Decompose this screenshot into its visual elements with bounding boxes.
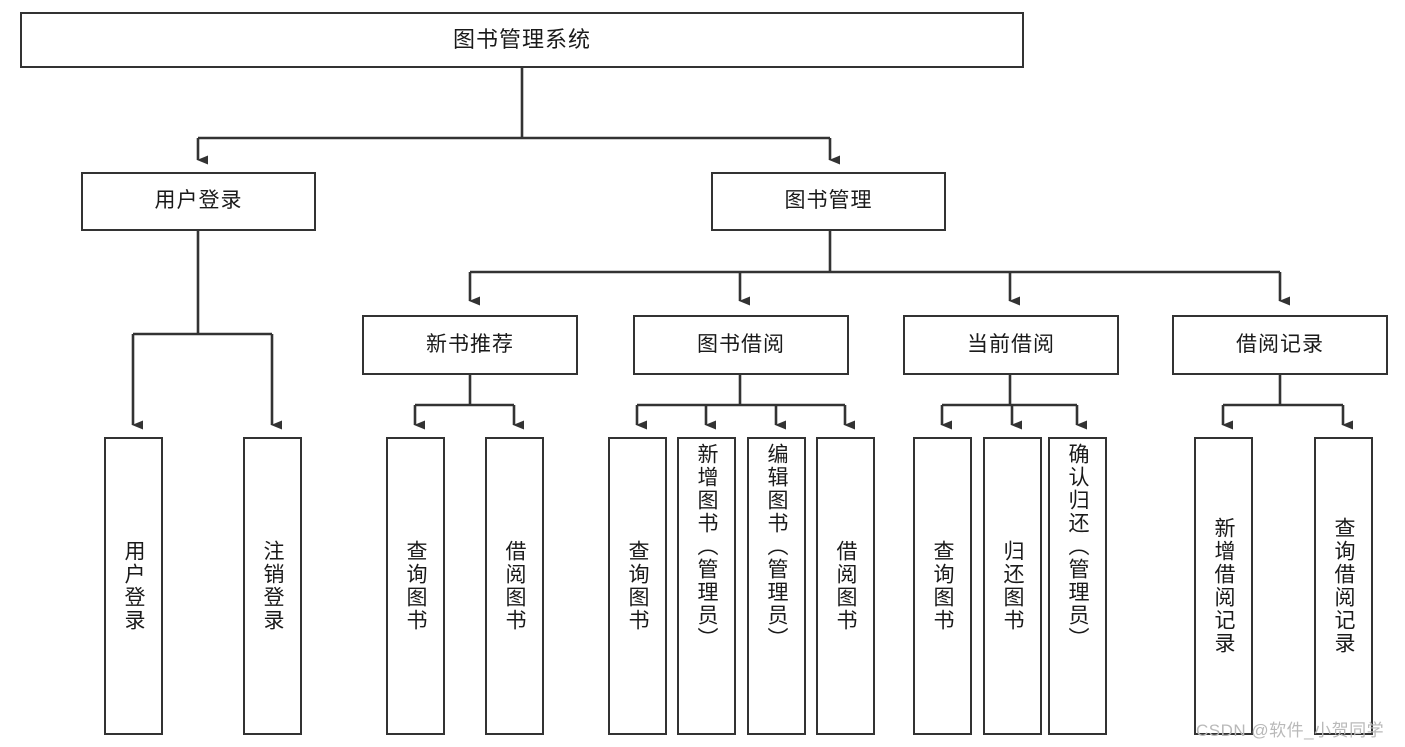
node-current-borrow[interactable]: 当前借阅 xyxy=(903,315,1119,375)
leaf-current-borrow-return[interactable]: 归还图书 xyxy=(983,437,1042,735)
node-book-management[interactable]: 图书管理 xyxy=(711,172,946,231)
node-book-management-label: 图书管理 xyxy=(784,189,873,213)
node-borrow-record-label: 借阅记录 xyxy=(1236,332,1324,356)
leaf-book-borrow-edit-admin-label: 编辑图书（管理员） xyxy=(765,443,788,650)
leaf-borrow-record-add-label: 新增借阅记录 xyxy=(1212,517,1235,655)
leaf-borrow-record-query-label: 查询借阅记录 xyxy=(1332,517,1355,655)
leaf-current-borrow-confirm-admin-label: 确认归还（管理员） xyxy=(1066,443,1089,650)
leaf-book-borrow-borrow-label: 借阅图书 xyxy=(834,540,857,632)
node-root-system-label: 图书管理系统 xyxy=(452,27,591,53)
node-new-book-recommend[interactable]: 新书推荐 xyxy=(362,315,578,375)
leaf-new-book-query[interactable]: 查询图书 xyxy=(386,437,445,735)
leaf-new-book-borrow[interactable]: 借阅图书 xyxy=(485,437,544,735)
node-root-system[interactable]: 图书管理系统 xyxy=(20,12,1024,68)
leaf-book-borrow-query-label: 查询图书 xyxy=(626,540,649,632)
leaf-user-login-signin-label: 用户登录 xyxy=(122,540,145,632)
leaf-borrow-record-add[interactable]: 新增借阅记录 xyxy=(1194,437,1253,735)
leaf-new-book-query-label: 查询图书 xyxy=(404,540,427,632)
leaf-book-borrow-borrow[interactable]: 借阅图书 xyxy=(816,437,875,735)
node-new-book-recommend-label: 新书推荐 xyxy=(426,332,514,356)
node-current-borrow-label: 当前借阅 xyxy=(967,332,1055,356)
node-borrow-record[interactable]: 借阅记录 xyxy=(1172,315,1388,375)
leaf-user-login-signin[interactable]: 用户登录 xyxy=(104,437,163,735)
node-user-login-label: 用户登录 xyxy=(154,189,243,213)
leaf-book-borrow-add-admin[interactable]: 新增图书（管理员） xyxy=(677,437,736,735)
leaf-user-login-signout[interactable]: 注销登录 xyxy=(243,437,302,735)
leaf-current-borrow-query[interactable]: 查询图书 xyxy=(913,437,972,735)
node-book-borrow-label: 图书借阅 xyxy=(697,332,785,356)
leaf-new-book-borrow-label: 借阅图书 xyxy=(503,540,526,632)
leaf-current-borrow-confirm-admin[interactable]: 确认归还（管理员） xyxy=(1048,437,1107,735)
node-user-login[interactable]: 用户登录 xyxy=(81,172,316,231)
leaf-current-borrow-return-label: 归还图书 xyxy=(1001,540,1024,632)
leaf-current-borrow-query-label: 查询图书 xyxy=(931,540,954,632)
leaf-book-borrow-edit-admin[interactable]: 编辑图书（管理员） xyxy=(747,437,806,735)
leaf-book-borrow-query[interactable]: 查询图书 xyxy=(608,437,667,735)
leaf-borrow-record-query[interactable]: 查询借阅记录 xyxy=(1314,437,1373,735)
leaf-book-borrow-add-admin-label: 新增图书（管理员） xyxy=(695,443,718,650)
leaf-user-login-signout-label: 注销登录 xyxy=(261,540,284,632)
node-book-borrow[interactable]: 图书借阅 xyxy=(633,315,849,375)
